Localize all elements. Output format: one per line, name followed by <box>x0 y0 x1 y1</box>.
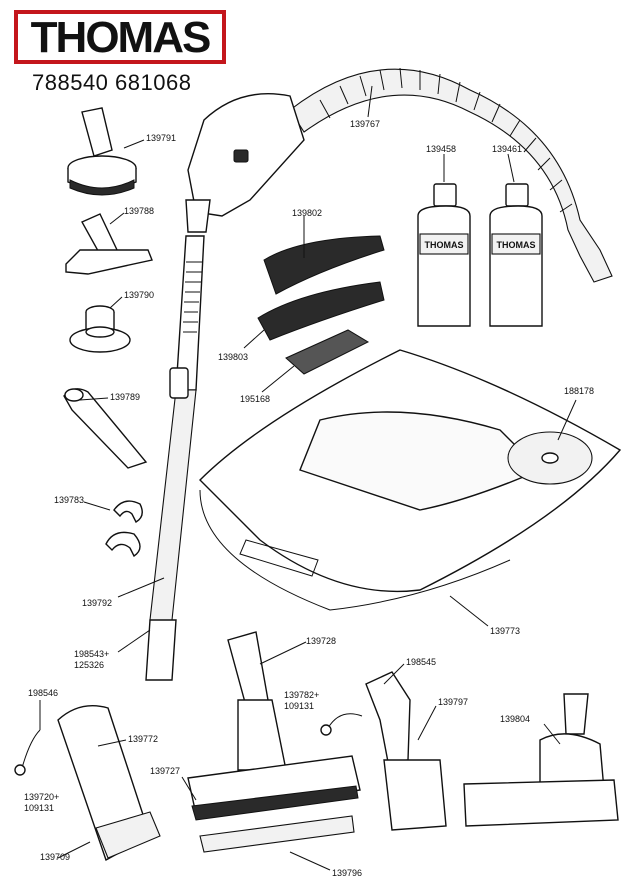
logo-text: THOMAS <box>30 13 212 62</box>
bottle-label-2: THOMAS <box>497 240 536 250</box>
part-label-139802: 139802 <box>292 208 322 218</box>
part-label-195168: 195168 <box>240 394 270 404</box>
part-label-125326: 125326 <box>74 660 104 670</box>
filter-pad-icon <box>257 235 385 375</box>
part-label-139803: 139803 <box>218 352 248 362</box>
dusting-brush-icon <box>67 107 137 196</box>
part-label-139796: 139796 <box>332 868 362 878</box>
part-label-139791: 139791 <box>146 133 176 143</box>
spray-upholstery-nozzle-icon <box>14 705 161 862</box>
telescopic-tube-icon <box>145 235 205 681</box>
crevice-nozzle-icon <box>63 388 148 469</box>
floor-nozzle-icon <box>187 631 361 853</box>
part-label-139709: 139709 <box>40 852 70 862</box>
part-label-198543: 198543+ <box>74 649 109 659</box>
part-label-198546: 198546 <box>28 688 58 698</box>
part-label-139767: 139767 <box>350 119 380 129</box>
adapter-icon <box>69 305 131 353</box>
part-label-139461: 139461 <box>492 144 522 154</box>
document-code: 788540 681068 <box>32 70 192 95</box>
part-label-139790: 139790 <box>124 290 154 300</box>
bottle-icon: THOMAS THOMAS <box>417 183 543 327</box>
part-labels: 139791 139788 139790 139789 139783 13979… <box>24 119 594 878</box>
part-label-139458: 139458 <box>426 144 456 154</box>
spray-handle-icon <box>320 671 447 831</box>
thomas-logo: THOMAS <box>14 10 226 64</box>
upholstery-nozzle-icon <box>65 213 153 275</box>
part-label-139772: 139772 <box>128 734 158 744</box>
hose-icon <box>185 67 613 283</box>
part-label-139783: 139783 <box>54 495 84 505</box>
part-label-109131-a: 109131 <box>24 803 54 813</box>
part-label-139788: 139788 <box>124 206 154 216</box>
turbo-brush-icon <box>463 693 619 827</box>
bottle-label-1: THOMAS <box>425 240 464 250</box>
part-label-139789: 139789 <box>110 392 140 402</box>
cd-icon <box>507 431 593 485</box>
part-label-139797: 139797 <box>438 697 468 707</box>
part-label-109131-b: 109131 <box>284 701 314 711</box>
leader-lines <box>39 85 577 871</box>
part-label-198545: 198545 <box>406 657 436 667</box>
part-label-188178: 188178 <box>564 386 594 396</box>
part-label-139773: 139773 <box>490 626 520 636</box>
part-label-139792: 139792 <box>82 598 112 608</box>
part-label-139804: 139804 <box>500 714 530 724</box>
part-label-139782: 139782+ <box>284 690 319 700</box>
part-label-139720: 139720+ <box>24 792 59 802</box>
part-label-139728: 139728 <box>306 636 336 646</box>
part-label-139727: 139727 <box>150 766 180 776</box>
hose-clip-icon <box>105 500 143 558</box>
bag-icon <box>199 349 622 611</box>
